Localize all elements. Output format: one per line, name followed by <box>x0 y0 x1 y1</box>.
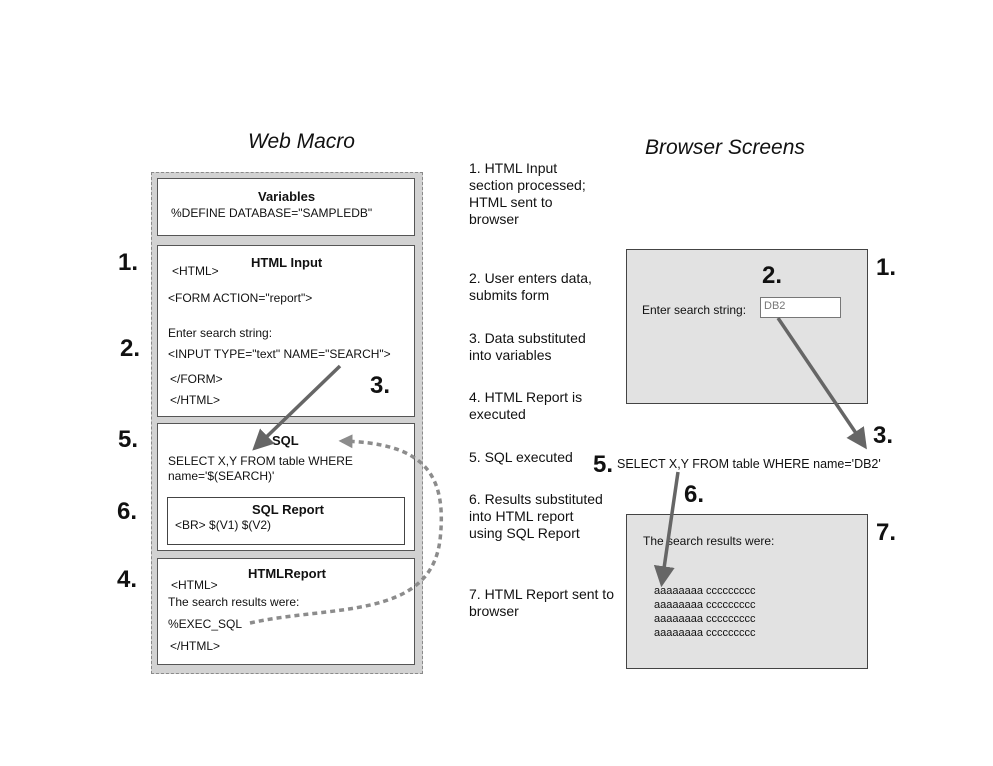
step-number: 1. <box>876 254 897 281</box>
browser-screen-input: 2. Enter search string: DB2 <box>626 249 868 404</box>
result-row: aaaaaaaa ccccccccc <box>654 599 756 611</box>
results-label: The search results were: <box>643 534 775 548</box>
html-report-line: </HTML> <box>170 639 221 653</box>
step-description: 3. Data substituted into variables <box>469 330 586 363</box>
step-number: 5. <box>593 451 614 478</box>
executed-sql: SELECT X,Y FROM table WHERE name='DB2' <box>617 457 881 471</box>
html-report-title: HTMLReport <box>248 566 326 581</box>
html-report-line: %EXEC_SQL <box>168 617 243 631</box>
step-description: 4. HTML Report is executed <box>469 389 583 422</box>
browser-screens-title: Browser Screens <box>645 136 805 159</box>
sql-line: SELECT X,Y FROM table WHERE <box>168 454 353 468</box>
sql-report-line: <BR> $(V1) $(V2) <box>175 518 272 532</box>
html-input-box: HTML Input <HTML> <FORM ACTION="report">… <box>157 245 415 417</box>
arrow-exec-sql-loop <box>249 434 443 625</box>
html-report-line: <HTML> <box>171 578 218 592</box>
step-number: 3. <box>873 422 894 449</box>
step-number: 3. <box>370 372 391 399</box>
html-input-line: </FORM> <box>170 372 223 386</box>
step-description: 6. Results substituted into HTML report … <box>469 491 603 541</box>
arrow-sql-to-results <box>653 471 680 588</box>
step-number: 4. <box>117 566 138 593</box>
result-row: aaaaaaaa ccccccccc <box>654 613 756 625</box>
result-row: aaaaaaaa ccccccccc <box>654 627 756 639</box>
step-number: 6. <box>117 498 138 525</box>
variables-box: Variables %DEFINE DATABASE="SAMPLEDB" <box>157 178 415 236</box>
sql-title: SQL <box>272 433 299 448</box>
browser-screen-results: The search results were: aaaaaaaa cccccc… <box>626 514 868 669</box>
define-line: %DEFINE DATABASE="SAMPLEDB" <box>171 206 373 220</box>
html-input-line: </HTML> <box>170 393 221 407</box>
sql-report-title: SQL Report <box>252 502 324 517</box>
variables-title: Variables <box>258 189 316 204</box>
html-report-line: The search results were: <box>168 595 300 609</box>
search-input[interactable]: DB2 <box>760 297 841 318</box>
arrow-input-to-sql <box>252 364 342 451</box>
web-macro-title: Web Macro <box>248 130 355 153</box>
arrow-browser-input-to-sql <box>776 317 867 450</box>
step-number: 6. <box>684 481 705 508</box>
html-input-line: <HTML> <box>172 264 219 278</box>
step-number: 2. <box>120 335 141 362</box>
step-number: 2. <box>762 262 783 289</box>
step-description: 2. User enters data, submits form <box>469 270 592 303</box>
sql-line: name='$(SEARCH)' <box>168 469 275 483</box>
step-number: 7. <box>876 519 897 546</box>
sql-report-box: SQL Report <BR> $(V1) $(V2) <box>167 497 405 545</box>
step-number: 5. <box>118 426 139 453</box>
step-description: 7. HTML Report sent to browser <box>469 586 614 619</box>
step-description: 1. HTML Input section processed; HTML se… <box>469 160 586 227</box>
result-row: aaaaaaaa ccccccccc <box>654 585 756 597</box>
step-number: 1. <box>118 249 139 276</box>
html-report-box: HTMLReport <HTML> The search results wer… <box>157 558 415 665</box>
step-description: 5. SQL executed <box>469 449 573 465</box>
html-input-line: Enter search string: <box>168 326 273 340</box>
html-input-title: HTML Input <box>251 255 323 270</box>
html-input-line: <INPUT TYPE="text" NAME="SEARCH"> <box>168 347 391 361</box>
html-input-line: <FORM ACTION="report"> <box>168 291 313 305</box>
search-label: Enter search string: <box>642 303 747 317</box>
